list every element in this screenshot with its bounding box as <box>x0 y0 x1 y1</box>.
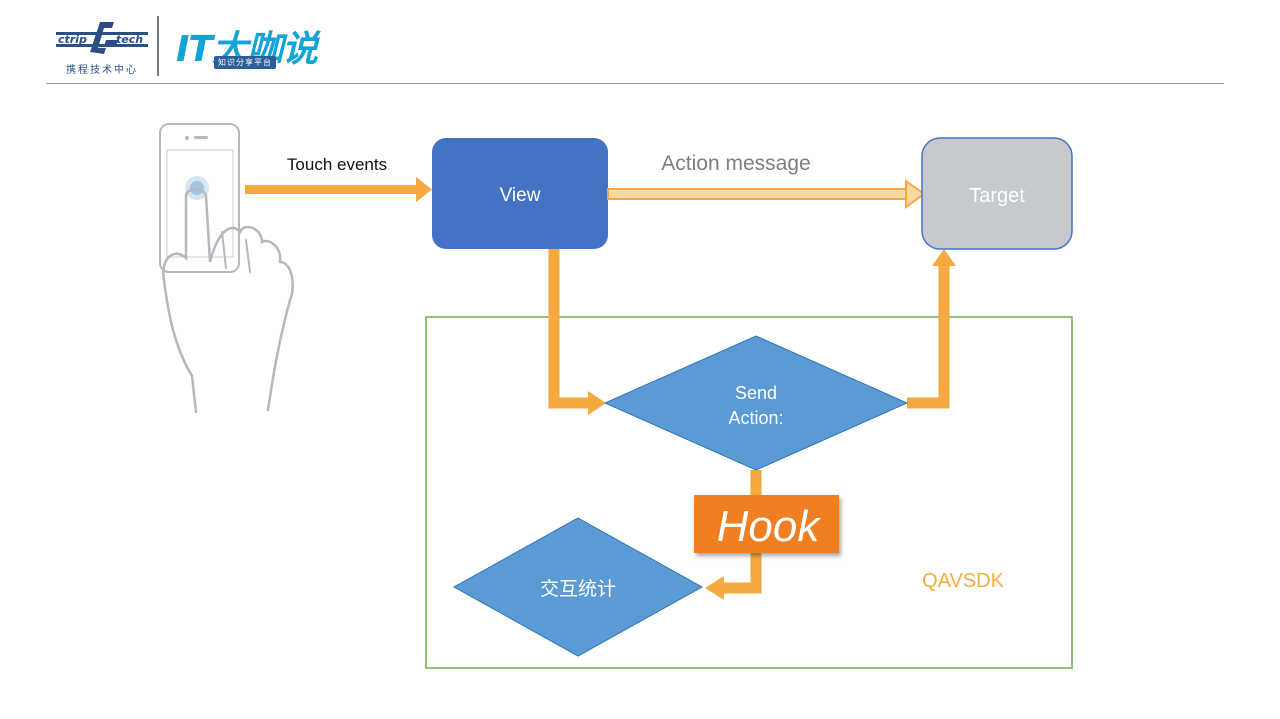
qavsdk-label: QAVSDK <box>922 570 1005 592</box>
send-action-diamond <box>603 335 909 471</box>
target-label: Target <box>969 185 1025 207</box>
ctrip-tech-logo-icon: ctrip tech <box>56 22 148 54</box>
view-label: View <box>500 185 541 206</box>
header-divider <box>157 16 159 76</box>
action-message-arrow <box>607 179 926 209</box>
send-action-label-line2: Action: <box>728 408 783 428</box>
hook-box <box>694 495 839 553</box>
header-rule <box>46 83 1224 84</box>
interaction-stats-label: 交互统计 <box>540 578 616 600</box>
it-dakashuo-logo: IT大咖说 知识分享平台 <box>176 24 326 74</box>
svg-text:ctrip: ctrip <box>58 33 87 46</box>
action-message-label: Action message <box>661 152 810 175</box>
send-action-label-line1: Send <box>735 383 777 403</box>
hook-label: Hook <box>717 502 822 551</box>
send-action-to-target-arrow <box>907 249 956 409</box>
interaction-stats-diamond <box>452 517 704 657</box>
touch-events-arrow <box>245 177 432 202</box>
ctrip-subtitle: 携程技术中心 <box>66 65 138 76</box>
phone-hand-icon <box>159 123 294 414</box>
view-box <box>432 138 608 249</box>
view-to-send-action-arrow <box>548 249 606 415</box>
qavsdk-container <box>425 316 1073 669</box>
target-box <box>921 137 1073 250</box>
ctrip-tech-logo: ctrip tech 携程技术中心 <box>56 18 148 76</box>
it-logo-subtitle: 知识分享平台 <box>214 56 276 69</box>
svg-text:tech: tech <box>116 33 143 46</box>
touch-events-label: Touch events <box>287 155 387 174</box>
